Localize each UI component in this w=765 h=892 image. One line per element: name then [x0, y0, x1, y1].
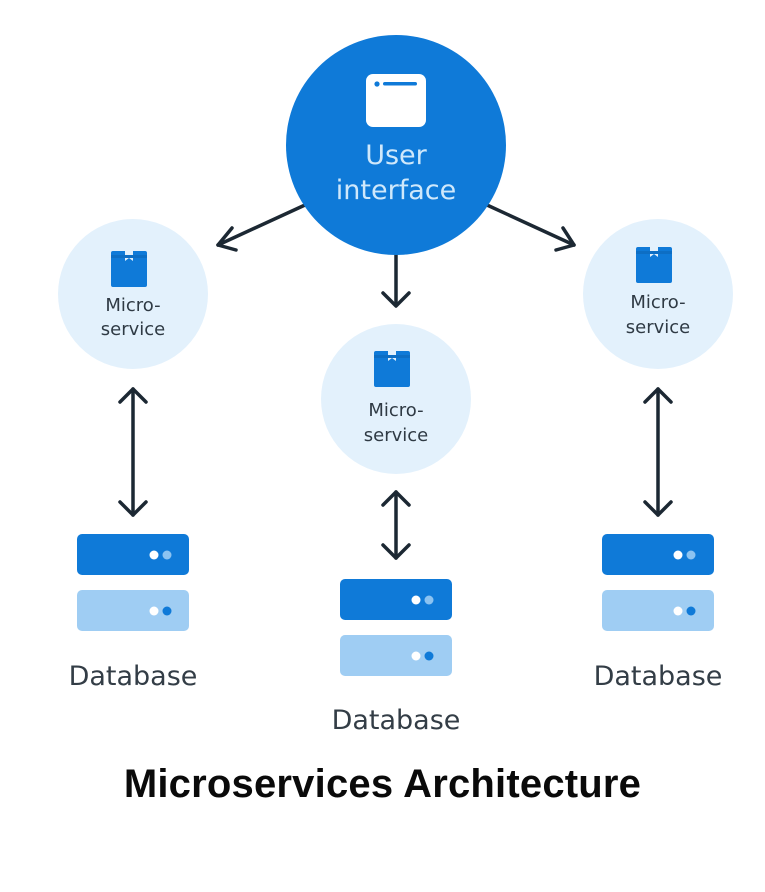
database-left: Database — [69, 534, 198, 692]
microservice-label-line1: Micro- — [105, 295, 160, 316]
user-interface-circle — [286, 35, 506, 255]
arrow-right-service-database — [643, 387, 673, 517]
box-icon — [374, 351, 410, 387]
arrow-left-service-database — [118, 387, 148, 517]
microservice-circle — [321, 324, 471, 474]
arrow-ui-to-left-service — [216, 203, 307, 252]
server-stack-icon — [602, 534, 714, 631]
diagram-title: Microservices Architecture — [123, 762, 642, 806]
server-stack-icon — [340, 579, 452, 676]
microservice-circle — [58, 219, 208, 369]
database-right: Database — [594, 534, 723, 692]
browser-window-icon — [366, 74, 426, 127]
arrow-ui-to-right-service — [485, 203, 576, 252]
microservice-label-line1: Micro- — [368, 400, 423, 421]
user-interface-label-line2: interface — [336, 175, 456, 206]
microservice-label-line2: service — [101, 319, 165, 340]
arrow-ui-to-center-service — [381, 251, 411, 308]
database-label: Database — [594, 661, 723, 692]
microservice-circle — [583, 219, 733, 369]
microservice-center: Micro- service — [321, 324, 471, 474]
database-label: Database — [69, 661, 198, 692]
database-center: Database — [332, 579, 461, 736]
microservice-right: Micro- service — [583, 219, 733, 369]
database-label: Database — [332, 705, 461, 736]
user-interface-node: User interface — [286, 35, 506, 255]
user-interface-label-line1: User — [365, 140, 427, 171]
microservice-label-line1: Micro- — [630, 292, 685, 313]
box-icon — [111, 251, 147, 287]
server-stack-icon — [77, 534, 189, 631]
arrow-center-service-database — [381, 490, 411, 560]
microservice-left: Micro- service — [58, 219, 208, 369]
microservice-label-line2: service — [626, 317, 690, 338]
box-icon — [636, 247, 672, 283]
microservice-label-line2: service — [364, 425, 428, 446]
